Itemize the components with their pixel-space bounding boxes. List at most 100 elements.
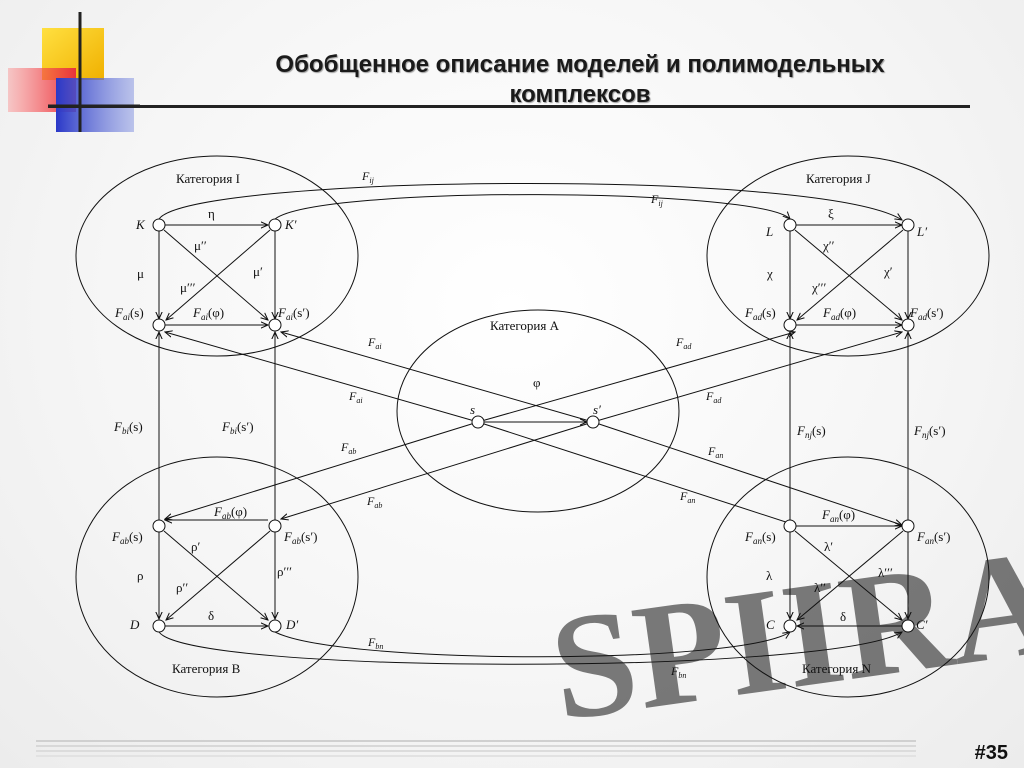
arrow-lambda2 xyxy=(797,530,904,620)
label-category-a: Категория A xyxy=(490,318,560,333)
label-cp: C′ xyxy=(916,617,928,632)
node-fab-s xyxy=(152,519,166,533)
label-chi: χ xyxy=(766,266,773,281)
label-fab-1: Fab xyxy=(340,440,356,456)
label-fan-phi: Fan(φ) xyxy=(821,507,855,524)
label-category-b: Категория B xyxy=(172,661,241,676)
label-fan-s: Fan(s) xyxy=(744,529,776,546)
arrow-fan-s xyxy=(477,421,795,525)
label-fbi-s: Fbi(s) xyxy=(113,419,143,436)
label-fab-sp: Fab(s′) xyxy=(283,529,318,546)
arrow-fad-sp xyxy=(592,332,902,423)
label-rho2: ρ′′ xyxy=(176,580,188,595)
node-l xyxy=(783,218,797,232)
label-fad-phi: Fad(φ) xyxy=(822,305,856,322)
title-underline xyxy=(48,105,970,108)
node-k xyxy=(152,218,166,232)
title-line-2: комплексов xyxy=(509,81,651,108)
label-lambda3: λ′′′ xyxy=(878,565,893,580)
arrow-mu3 xyxy=(166,229,271,320)
label-fab-s: Fab(s) xyxy=(111,529,143,546)
label-s: s xyxy=(470,402,475,417)
arrow-lambda1 xyxy=(794,530,902,620)
label-category-i: Категория I xyxy=(176,171,240,186)
node-sp xyxy=(586,415,600,429)
arrow-fab-s xyxy=(165,421,479,519)
node-cp xyxy=(901,619,915,633)
label-fai-2: Fai xyxy=(348,389,363,405)
arrow-fad-s xyxy=(477,332,795,423)
category-j-circle xyxy=(706,155,990,357)
node-fab-sp xyxy=(268,519,282,533)
arrow-chi3 xyxy=(797,229,904,320)
label-fad-2: Fad xyxy=(705,389,722,405)
node-s xyxy=(471,415,485,429)
label-lambda2: λ′′ xyxy=(814,580,826,595)
node-fan-s xyxy=(783,519,797,533)
node-c xyxy=(783,619,797,633)
label-fbn-1: Fbn xyxy=(367,635,383,651)
node-fad-sp xyxy=(901,318,915,332)
label-fai-1: Fai xyxy=(367,335,382,351)
label-fan-1: Fan xyxy=(707,444,723,460)
label-fnj-sp: Fnj(s′) xyxy=(913,423,946,440)
arrow-rho1 xyxy=(163,530,268,620)
arc-fij-kp xyxy=(274,194,790,219)
label-chi3: χ′′′ xyxy=(811,280,826,295)
node-d xyxy=(152,619,166,633)
label-fan-sp: Fan(s′) xyxy=(916,529,951,546)
label-k: K xyxy=(135,217,146,232)
label-d: D xyxy=(129,617,140,632)
label-fab-2: Fab xyxy=(366,494,382,510)
label-delta-b: δ xyxy=(208,608,214,623)
arc-fbn-d xyxy=(158,632,902,665)
label-delta-n: δ xyxy=(840,609,846,624)
label-rho3: ρ′′′ xyxy=(277,564,292,579)
label-lambda1: λ′ xyxy=(824,539,833,554)
label-kp: K′ xyxy=(284,217,297,232)
category-i-circle xyxy=(75,155,359,357)
slide-number: #35 xyxy=(974,742,1008,764)
label-fad-1: Fad xyxy=(675,335,692,351)
label-chi1: χ′ xyxy=(883,264,893,279)
label-fbn-2: Fbn xyxy=(670,664,686,680)
arrow-fan-sp xyxy=(592,421,902,525)
category-b-circle xyxy=(75,456,359,698)
label-category-n: Категория N xyxy=(802,661,872,676)
arrow-fai-sp xyxy=(281,332,594,423)
arc-fij-k xyxy=(158,183,902,220)
label-fad-sp: Fad(s′) xyxy=(909,305,944,322)
label-l: L xyxy=(765,224,773,239)
label-fai-s: Fai(s) xyxy=(114,305,144,322)
arrow-fab-sp xyxy=(281,421,594,519)
label-fan-2: Fan xyxy=(679,489,695,505)
label-mu2: μ′′ xyxy=(194,238,207,253)
label-mu1: μ′ xyxy=(253,264,263,279)
label-sp: s′ xyxy=(593,402,601,417)
node-lp xyxy=(901,218,915,232)
label-fij-mid: Fij xyxy=(650,192,664,208)
label-chi2: χ′′ xyxy=(822,238,835,253)
arrow-mu2 xyxy=(163,229,268,320)
arc-fbn-dp xyxy=(274,632,790,658)
node-fai-s xyxy=(152,318,166,332)
page-title: Обобщенное описание моделей и полимодель… xyxy=(200,50,960,110)
node-dp xyxy=(268,619,282,633)
label-xi: ξ xyxy=(828,206,834,221)
label-fij-top: Fij xyxy=(361,169,375,185)
label-mu3: μ′′′ xyxy=(180,280,196,295)
title-line-1: Обобщенное описание моделей и полимодель… xyxy=(275,51,885,78)
label-eta: η xyxy=(208,206,215,221)
label-rho: ρ xyxy=(137,568,144,583)
node-fan-sp xyxy=(901,519,915,533)
label-fab-phi: Fab(φ) xyxy=(213,504,247,521)
label-fbi-sp: Fbi(s′) xyxy=(221,419,254,436)
label-fad-s: Fad(s) xyxy=(744,305,776,322)
label-fnj-s: Fnj(s) xyxy=(796,423,826,440)
label-dp: D′ xyxy=(285,617,298,632)
label-lp: L′ xyxy=(916,224,927,239)
footer-decoration xyxy=(36,740,916,757)
arrow-chi2 xyxy=(794,229,902,320)
